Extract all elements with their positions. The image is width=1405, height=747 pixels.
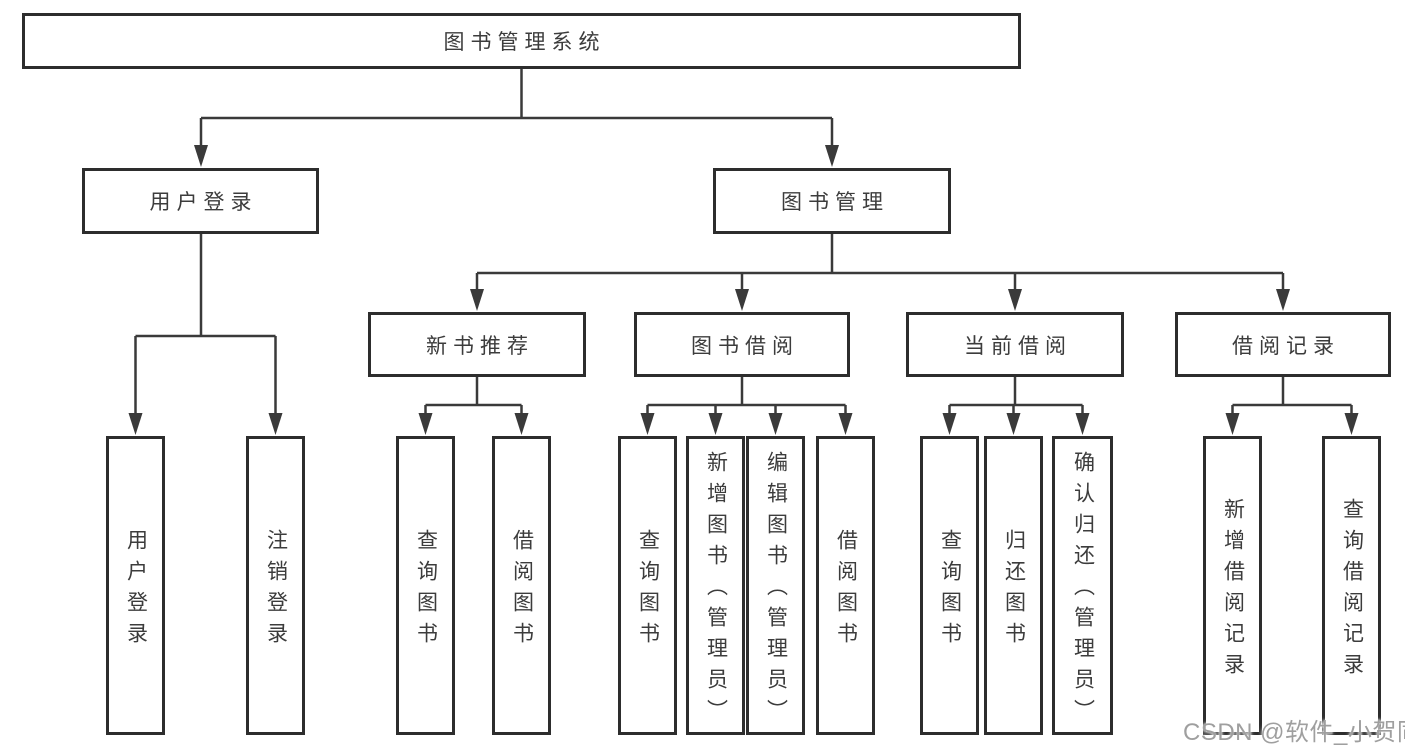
leaf-book-borrow-query-label: 查询图书 — [636, 528, 660, 653]
leaf-current-borrow-query: 查询图书 — [920, 436, 979, 735]
node-new-books-label: 新书推荐 — [426, 334, 534, 358]
arrowhead — [1344, 413, 1359, 435]
leaf-current-borrow-confirm-label: 确认归还（管理员） — [1071, 451, 1095, 730]
edge-bookmgmt-to-level3 — [475, 234, 1285, 290]
arrowhead — [1008, 289, 1022, 311]
arrowhead — [418, 413, 433, 435]
leaf-new-books-query-label: 查询图书 — [414, 528, 438, 653]
node-book-borrow: 图书借阅 — [634, 312, 850, 377]
leaf-current-borrow-confirm: 确认归还（管理员） — [1052, 436, 1113, 735]
node-borrow-records: 借阅记录 — [1175, 312, 1391, 377]
node-book-borrow-label: 图书借阅 — [691, 334, 799, 358]
arrowhead — [735, 289, 749, 311]
leaf-current-borrow-return: 归还图书 — [984, 436, 1043, 735]
edge-root-to-level2 — [199, 69, 834, 147]
node-user-login-label: 用户登录 — [149, 191, 258, 214]
leaf-borrow-records-query-label: 查询借阅记录 — [1340, 497, 1364, 684]
leaf-logout: 注销登录 — [246, 436, 305, 735]
edge-newbooks-to-leaves — [424, 377, 523, 414]
arrowhead — [768, 413, 783, 435]
node-book-mgmt-label: 图书管理 — [781, 191, 889, 214]
arrowhead — [1006, 413, 1021, 435]
arrowhead — [1075, 413, 1090, 435]
edge-bookborrow-to-leaves — [646, 377, 847, 414]
leaf-book-borrow-borrow-label: 借阅图书 — [834, 528, 858, 653]
leaf-new-books-borrow-label: 借阅图书 — [510, 528, 534, 653]
arrowhead — [514, 413, 529, 435]
csdn-watermark: CSDN @软件_小贺同学 — [1183, 719, 1405, 746]
leaf-book-borrow-add-label: 新增图书（管理员） — [704, 451, 728, 730]
node-root: 图书管理系统 — [22, 13, 1021, 69]
arrowhead — [838, 413, 853, 435]
edge-borrowrecords-to-leaves — [1231, 377, 1353, 414]
leaf-user-login-label: 用户登录 — [124, 528, 148, 653]
arrowhead — [708, 413, 723, 435]
arrowhead — [942, 413, 957, 435]
leaf-book-borrow-query: 查询图书 — [618, 436, 677, 735]
arrowhead — [194, 145, 208, 167]
node-new-books: 新书推荐 — [368, 312, 586, 377]
leaf-book-borrow-add: 新增图书（管理员） — [686, 436, 745, 735]
leaf-user-login: 用户登录 — [106, 436, 165, 735]
leaf-logout-label: 注销登录 — [264, 528, 288, 653]
leaf-book-borrow-edit-label: 编辑图书（管理员） — [764, 451, 788, 730]
node-user-login: 用户登录 — [82, 168, 319, 234]
arrowhead — [268, 413, 283, 435]
arrowhead — [1225, 413, 1240, 435]
arrowhead — [640, 413, 655, 435]
node-current-borrow: 当前借阅 — [906, 312, 1124, 377]
leaf-borrow-records-add-label: 新增借阅记录 — [1221, 497, 1245, 684]
node-book-mgmt: 图书管理 — [713, 168, 951, 234]
leaf-current-borrow-query-label: 查询图书 — [938, 528, 962, 653]
leaf-borrow-records-query: 查询借阅记录 — [1322, 436, 1381, 735]
node-root-label: 图书管理系统 — [443, 31, 606, 54]
arrowhead — [825, 145, 839, 167]
node-borrow-records-label: 借阅记录 — [1232, 334, 1340, 358]
leaf-new-books-borrow: 借阅图书 — [492, 436, 551, 735]
arrowhead — [470, 289, 484, 311]
arrowhead — [1276, 289, 1290, 311]
edge-userlogin-to-leaves — [134, 234, 277, 414]
leaf-current-borrow-return-label: 归还图书 — [1002, 528, 1026, 653]
leaf-borrow-records-add: 新增借阅记录 — [1203, 436, 1262, 735]
node-current-borrow-label: 当前借阅 — [964, 334, 1072, 358]
leaf-new-books-query: 查询图书 — [396, 436, 455, 735]
edge-currentborrow-to-leaves — [948, 377, 1084, 414]
arrowhead — [128, 413, 143, 435]
leaf-book-borrow-edit: 编辑图书（管理员） — [746, 436, 805, 735]
leaf-book-borrow-borrow: 借阅图书 — [816, 436, 875, 735]
